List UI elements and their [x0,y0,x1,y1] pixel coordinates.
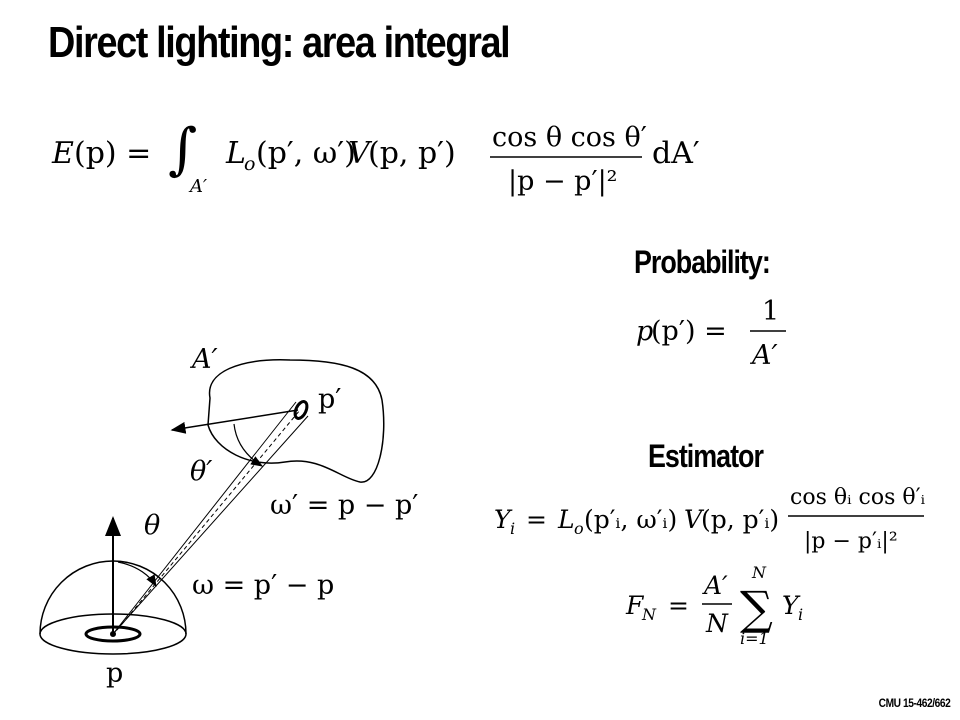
eq-L-args: (p′, ω′) [256,136,356,171]
theta-label: θ [144,510,160,541]
sum-bottom: i=1 [740,629,769,648]
est-Y2-sub: i [798,605,803,624]
est-frac-den: N [705,609,729,638]
eq-L-sub: o [244,153,255,175]
est-F-sub: N [641,605,657,624]
cone-center-ray [116,409,301,631]
emitter-patch [293,400,309,420]
omega-label: ω = p′ − p [192,570,334,601]
est-V-args: (p, p′ᵢ) [701,505,779,534]
est-F: F [625,591,645,620]
est-numerator: cos θᵢ cos θ′ᵢ [790,485,926,510]
integral-sign: ∫ [168,117,197,182]
area-light-shape [207,359,385,483]
area-label: A′ [189,344,218,375]
eq-E: E [51,136,74,171]
est-L: L [557,505,575,534]
est-frac-num: A′ [702,571,728,600]
prob-denominator: A′ [749,340,778,371]
est-Y: Y [494,505,513,534]
theta-prime-arc [233,423,264,467]
eq-arg-p: (p) = [74,136,151,171]
est-Y2: Y [782,591,801,620]
probability-heading: Probability: [634,244,771,280]
theta-prime-label: θ′ [190,456,212,487]
eq-L: L [225,136,246,171]
eq-dA: dA′ [652,136,700,171]
prob-p: p [636,316,653,347]
est-V: V [684,505,705,534]
p-prime-label: p′ [318,384,341,415]
est-F-eq: = [668,591,689,620]
eq-numerator: cos θ cos θ′ [492,122,647,153]
sum-top: N [751,563,767,582]
eq-V: V [348,136,373,171]
sum-sign: ∑ [740,581,773,635]
p-label: p [106,658,123,689]
course-footer: CMU 15-462/662 [878,696,950,710]
integral-domain: A′ [188,176,207,197]
slide-title: Direct lighting: area integral [48,18,511,67]
prob-numerator: 1 [762,296,779,327]
est-L-sub: o [574,519,584,538]
est-eq: = [526,505,547,534]
est-denominator: |p − p′ᵢ|² [804,529,898,554]
omega-prime-label: ω′ = p − p′ [270,490,418,521]
eq-denominator: |p − p′|² [508,166,618,197]
cone-edge-left [112,401,297,635]
cone-edge-right [112,415,309,635]
eq-V-args: (p, p′) [368,136,456,171]
estimator-heading: Estimator [648,438,764,474]
theta-arc [117,561,157,588]
prob-args: (p′) = [651,316,727,347]
est-L-args: (p′ᵢ, ω′ᵢ) [584,505,677,534]
est-Y-sub: i [510,519,515,538]
emitter-normal-arrow [170,409,299,434]
